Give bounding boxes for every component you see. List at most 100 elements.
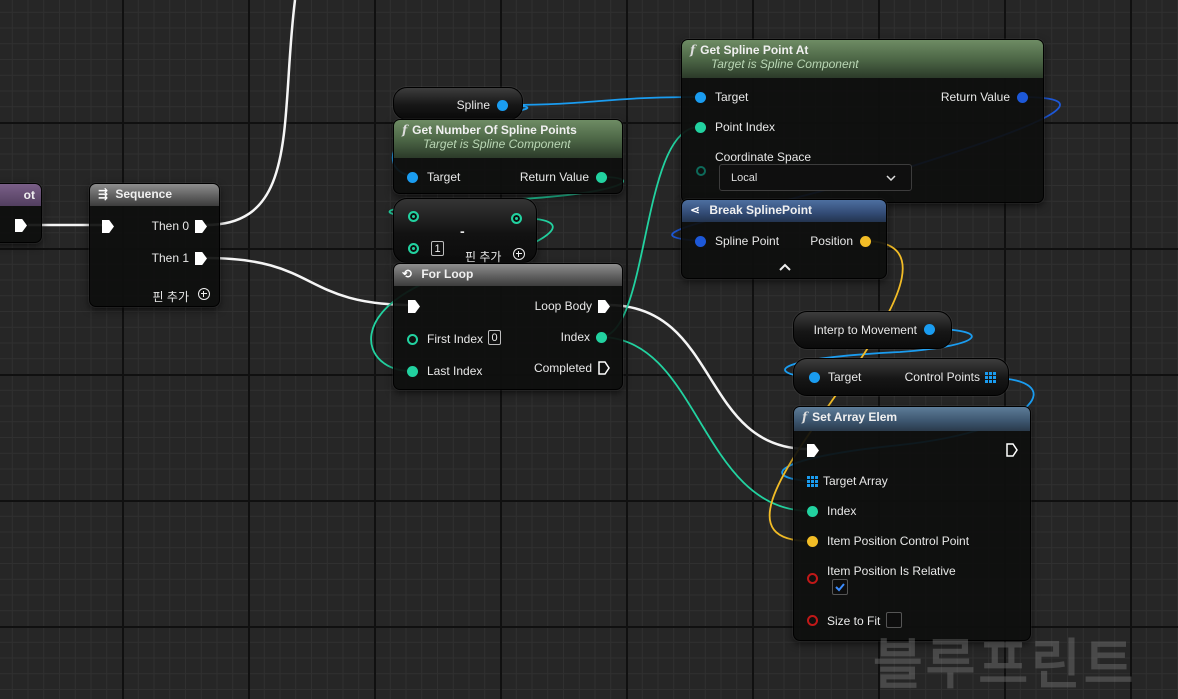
spline-variable-label: Spline [456, 98, 490, 112]
for-loop-first-index-label: First Index [427, 332, 484, 346]
break-struct-icon: ⋖ [690, 203, 701, 217]
subtract-in-b-pin[interactable] [408, 243, 419, 254]
get-number-return-pin[interactable] [596, 172, 607, 183]
function-icon: f [690, 43, 696, 57]
for-loop-body-pin[interactable] [598, 300, 610, 313]
get-number-target-pin[interactable] [407, 172, 418, 183]
set-array-header: f Set Array Elem [794, 407, 1030, 431]
control-points-target-label: Target [828, 370, 862, 384]
set-array-item-label: Item Position Control Point [827, 534, 970, 548]
set-array-title: Set Array Elem [812, 410, 898, 424]
partial-node[interactable]: ot [0, 183, 42, 243]
sequence-node[interactable]: ⇶ Sequence Then 0 Then 1 핀 추가 [89, 183, 220, 307]
size-to-fit-checkbox[interactable] [886, 612, 902, 628]
set-array-size-label: Size to Fit [827, 614, 881, 628]
partial-node-header: ot [0, 184, 41, 206]
subtract-symbol: - [460, 223, 465, 239]
break-spline-point-node[interactable]: ⋖ Break SplinePoint Spline Point Positio… [681, 199, 887, 279]
control-points-array-pin[interactable] [985, 372, 996, 383]
control-points-target-pin[interactable] [809, 372, 820, 383]
interp-to-movement-out-pin[interactable] [924, 324, 935, 335]
break-spline-in-label: Spline Point [715, 234, 780, 248]
set-array-exec-in[interactable] [807, 444, 819, 457]
relative-checkbox[interactable] [832, 579, 848, 595]
break-spline-header: ⋖ Break SplinePoint [682, 200, 886, 222]
for-loop-first-index-pin[interactable] [407, 334, 418, 345]
interp-to-movement-label: Interp to Movement [813, 323, 917, 337]
for-loop-node[interactable]: ⟲ For Loop Loop Body First Index 0 Index… [393, 263, 623, 390]
loop-icon: ⟲ [402, 267, 413, 281]
partial-node-label: ot [23, 188, 35, 202]
sequence-then0-label: Then 0 [151, 219, 189, 233]
get-spline-point-index-pin[interactable] [695, 122, 706, 133]
get-spline-point-subtitle: Target is Spline Component [711, 57, 859, 71]
control-points-node[interactable]: Target Control Points [793, 358, 1009, 396]
get-spline-point-header: f Get Spline Point At Target is Spline Co… [682, 40, 1043, 78]
function-icon: f [802, 410, 808, 424]
object-wire-spline-to-getpoint [501, 96, 700, 106]
subtract-b-value[interactable]: 1 [431, 241, 444, 256]
set-array-target-label: Target Array [823, 474, 888, 488]
sequence-exec-in[interactable] [102, 220, 114, 233]
exec-wire-loopbody-to-setarray [607, 303, 809, 451]
sequence-then1-label: Then 1 [151, 251, 189, 265]
subtract-node[interactable]: - 1 핀 추가 [393, 198, 537, 264]
spline-variable-node[interactable]: Spline [393, 87, 523, 120]
for-loop-last-index-label: Last Index [427, 364, 483, 378]
set-array-exec-out[interactable] [1006, 443, 1018, 457]
for-loop-title: For Loop [421, 267, 474, 281]
for-loop-completed-label: Completed [533, 361, 592, 375]
get-spline-point-index-label: Point Index [715, 120, 776, 134]
watermark-text: 블루프린트 [873, 633, 1137, 696]
get-spline-point-title: Get Spline Point At [700, 43, 809, 57]
for-loop-index-pin[interactable] [596, 332, 607, 343]
break-spline-in-pin[interactable] [695, 236, 706, 247]
spline-variable-out-pin[interactable] [497, 100, 508, 111]
interp-to-movement-variable-node[interactable]: Interp to Movement [793, 311, 952, 349]
for-loop-last-index-pin[interactable] [407, 366, 418, 377]
coordinate-space-pin[interactable] [696, 166, 706, 176]
subtract-out-pin[interactable] [511, 213, 522, 224]
set-array-size-pin[interactable] [807, 615, 818, 626]
get-number-target-label: Target [427, 170, 461, 184]
break-spline-position-pin[interactable] [860, 236, 871, 247]
control-points-label: Control Points [904, 370, 980, 384]
sequence-icon: ⇶ [98, 187, 109, 201]
get-spline-point-target-label: Target [715, 90, 749, 104]
sequence-then0-pin[interactable] [195, 220, 207, 233]
subtract-add-pin-icon[interactable] [513, 248, 525, 260]
coordinate-space-label: Coordinate Space [715, 150, 812, 164]
get-spline-point-return-pin[interactable] [1017, 92, 1028, 103]
for-loop-exec-in[interactable] [408, 300, 420, 313]
sequence-then1-pin[interactable] [195, 252, 207, 265]
sequence-header: ⇶ Sequence [90, 184, 219, 206]
break-spline-position-label: Position [810, 234, 853, 248]
sequence-add-pin-icon[interactable] [198, 288, 210, 300]
get-number-subtitle: Target is Spline Component [423, 137, 571, 151]
for-loop-index-label: Index [560, 330, 590, 344]
exec-wire-then0-up [205, 0, 297, 227]
sequence-title: Sequence [115, 187, 173, 201]
coordinate-space-value: Local [731, 172, 758, 184]
get-number-title: Get Number Of Spline Points [412, 123, 577, 137]
set-array-elem-node[interactable]: f Set Array Elem Target Array Index Item … [793, 406, 1031, 641]
set-array-target-pin[interactable] [807, 476, 818, 487]
chevron-down-icon [886, 175, 896, 181]
for-loop-first-index-value[interactable]: 0 [488, 330, 501, 345]
set-array-index-label: Index [827, 504, 857, 518]
collapse-chevron-icon[interactable] [779, 263, 791, 271]
get-spline-point-at-node[interactable]: f Get Spline Point At Target is Spline Co… [681, 39, 1044, 203]
partial-node-exec-out[interactable] [15, 219, 27, 232]
get-spline-point-return-label: Return Value [940, 90, 1010, 104]
exec-wire-then1-to-forloop [205, 256, 414, 307]
set-array-relative-pin[interactable] [807, 573, 818, 584]
for-loop-completed-pin[interactable] [598, 361, 610, 375]
subtract-in-a-pin[interactable] [408, 211, 419, 222]
set-array-index-pin[interactable] [807, 506, 818, 517]
coordinate-space-dropdown[interactable]: Local [719, 164, 912, 191]
sequence-add-pin-label: 핀 추가 [152, 290, 189, 304]
get-spline-point-target-pin[interactable] [695, 92, 706, 103]
set-array-item-pin[interactable] [807, 536, 818, 547]
